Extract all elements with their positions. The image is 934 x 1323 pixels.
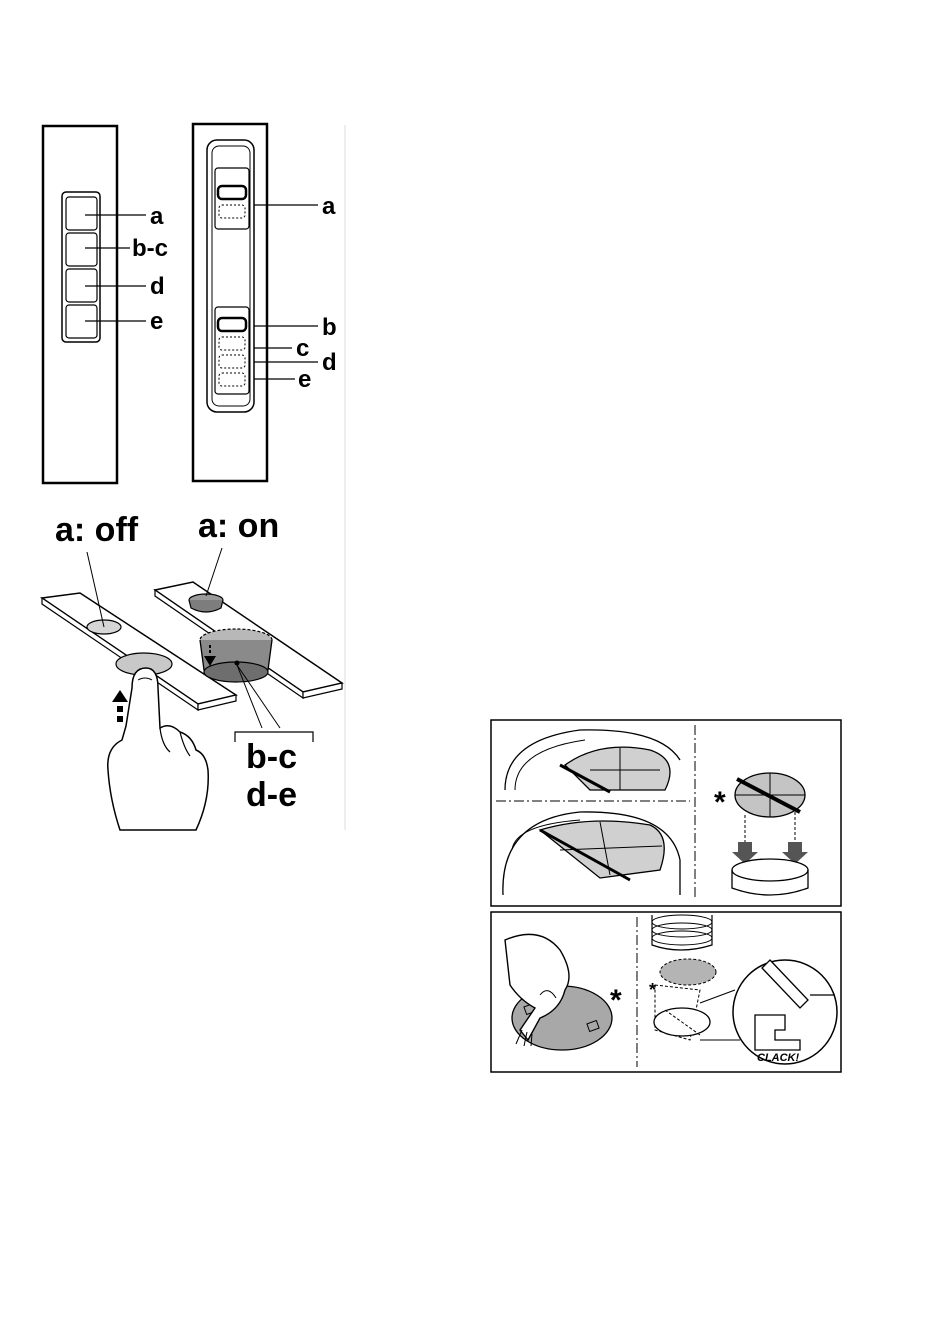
slider-b-e (215, 307, 249, 394)
label-a-off: a: off (55, 511, 139, 549)
label-d: d (150, 273, 165, 300)
label-a: a (150, 203, 164, 230)
clack-label: CLACK! (757, 1052, 799, 1064)
label-e: e (150, 308, 163, 335)
label-c: c (296, 335, 309, 362)
control-panel-left: a b-c d e (43, 126, 168, 483)
label-a-on: a: on (198, 507, 279, 545)
asterisk-mark: * (714, 786, 726, 819)
label-d-e: d-e (246, 776, 297, 814)
label-d: d (322, 349, 337, 376)
label-e: e (298, 366, 311, 393)
switch-state-illustration: a: off a: on b-c d-e (42, 507, 342, 830)
control-panel-right: a b c d e (193, 124, 337, 481)
filter-figure-bottom: * * CLACK! (491, 912, 841, 1072)
button-b-c (66, 233, 97, 266)
label-b: b (322, 314, 337, 341)
label-b-c: b-c (246, 738, 297, 776)
asterisk-mark: * (610, 984, 622, 1017)
asterisk-mark-small: * (649, 980, 656, 1000)
button-a (66, 197, 97, 230)
filter-figure-top: * (491, 720, 841, 906)
label-b-c: b-c (132, 235, 168, 262)
label-a: a (322, 193, 336, 220)
